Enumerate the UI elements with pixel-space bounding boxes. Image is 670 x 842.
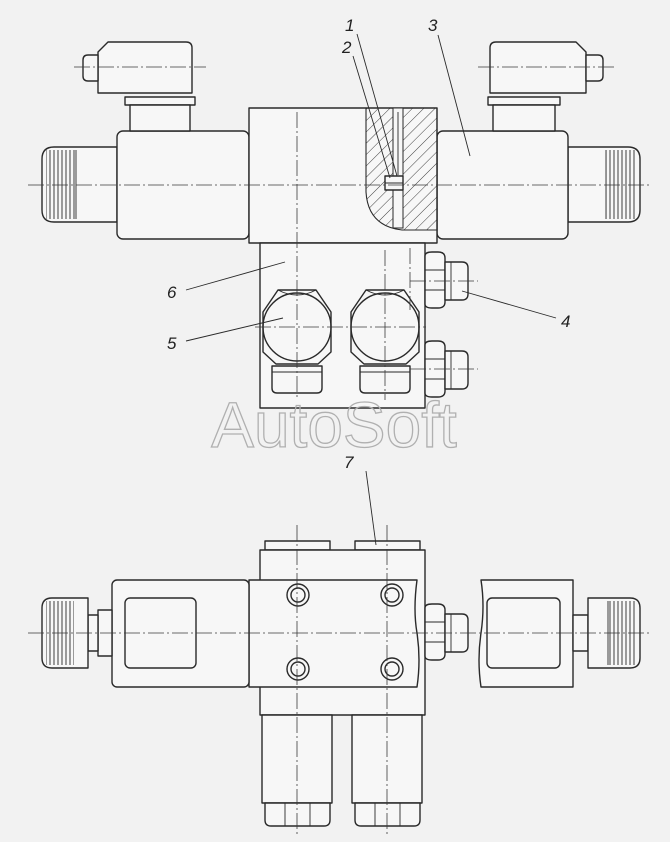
bottom-centerlines <box>28 525 652 836</box>
right-solenoid-bottom <box>478 579 641 688</box>
callout-5: 5 <box>167 334 177 353</box>
bolts <box>286 583 404 681</box>
callout-3: 3 <box>428 16 438 35</box>
callout-4: 4 <box>561 312 570 331</box>
top-view <box>28 41 652 409</box>
bottom-view <box>28 525 652 836</box>
fitting-4-upper <box>424 251 469 309</box>
leaders <box>185 33 557 546</box>
callout-6: 6 <box>167 283 177 302</box>
callout-2: 2 <box>341 38 352 57</box>
central-block <box>248 107 438 244</box>
cylinders <box>261 714 423 827</box>
left-solenoid-top <box>41 41 250 240</box>
fitting-right-bottom <box>424 603 469 661</box>
callouts: 1 2 3 4 5 6 7 <box>167 16 570 472</box>
right-solenoid-top <box>436 41 641 240</box>
left-solenoid-bottom <box>41 579 250 688</box>
watermark: AutoSoft <box>211 389 457 461</box>
callout-7: 7 <box>344 453 354 472</box>
callout-1: 1 <box>345 16 354 35</box>
top-centerlines <box>28 66 652 400</box>
